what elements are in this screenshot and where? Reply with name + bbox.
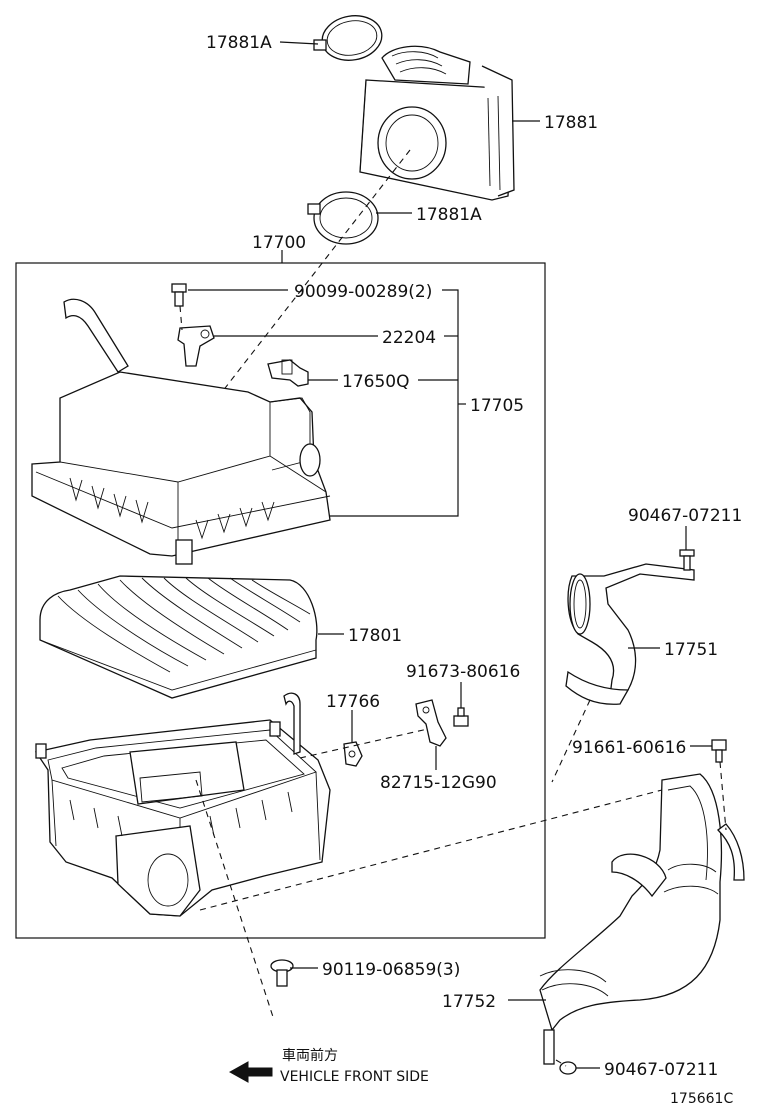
label-17801: 17801	[348, 626, 402, 646]
lower-case-part	[34, 692, 331, 917]
label-17650q: 17650Q	[342, 372, 409, 392]
front-arrow-icon	[228, 1061, 273, 1083]
bolt-90119-part	[270, 959, 294, 987]
upper-case-part	[31, 298, 331, 565]
label-82715: 82715-12G90	[380, 773, 497, 793]
centerline-outlet	[199, 789, 663, 911]
vehicle-front-note: 車両前方 VEHICLE FRONT SIDE	[228, 1047, 429, 1085]
front-note-jp: 車両前方	[282, 1047, 338, 1064]
centerline-91661	[719, 761, 727, 831]
label-90119: 90119-06859(3)	[322, 960, 460, 980]
screw-90099-part	[171, 283, 187, 307]
centerline-inlet	[551, 699, 591, 783]
air-filter-part	[39, 575, 318, 699]
label-17881a-top: 17881A	[206, 33, 272, 53]
label-17881a-bottom: 17881A	[416, 205, 482, 225]
sensor-17650q-part	[267, 359, 309, 387]
intake-duct-part	[359, 45, 515, 201]
clip-90467-top-part	[679, 549, 695, 571]
clip-90467-bottom-part	[555, 1059, 577, 1075]
clamp-bottom-part	[307, 191, 379, 245]
centerline-screw	[179, 305, 183, 331]
label-17705: 17705	[470, 396, 524, 416]
label-17751: 17751	[664, 640, 718, 660]
inlet-17751-part	[565, 563, 695, 705]
label-17752: 17752	[442, 992, 496, 1012]
front-note-en: VEHICLE FRONT SIDE	[280, 1069, 429, 1085]
centerline-lower	[195, 779, 275, 1021]
label-91673: 91673-80616	[406, 662, 520, 682]
hose-17752-part	[539, 773, 745, 1065]
label-91661: 91661-60616	[572, 738, 686, 758]
leader-lines	[188, 41, 712, 1069]
label-22204: 22204	[382, 328, 436, 348]
bolt-91661-part	[711, 739, 727, 763]
bolt-91673-part	[453, 707, 469, 727]
label-17881: 17881	[544, 113, 598, 133]
sensor-22204-part	[177, 325, 215, 367]
diagram-id: 175661C	[670, 1091, 733, 1107]
centerline-bracket	[299, 727, 433, 759]
assembly-frame	[15, 262, 546, 939]
clip-17766-part	[343, 741, 363, 767]
bracket-82715-part	[415, 699, 447, 747]
clamp-top-part	[313, 15, 383, 61]
label-17700: 17700	[252, 233, 306, 253]
centerline-duct	[221, 149, 411, 393]
label-90467-bottom: 90467-07211	[604, 1060, 718, 1080]
label-17766: 17766	[326, 692, 380, 712]
label-90099: 90099-00289(2)	[294, 282, 432, 302]
label-90467-top: 90467-07211	[628, 506, 742, 526]
